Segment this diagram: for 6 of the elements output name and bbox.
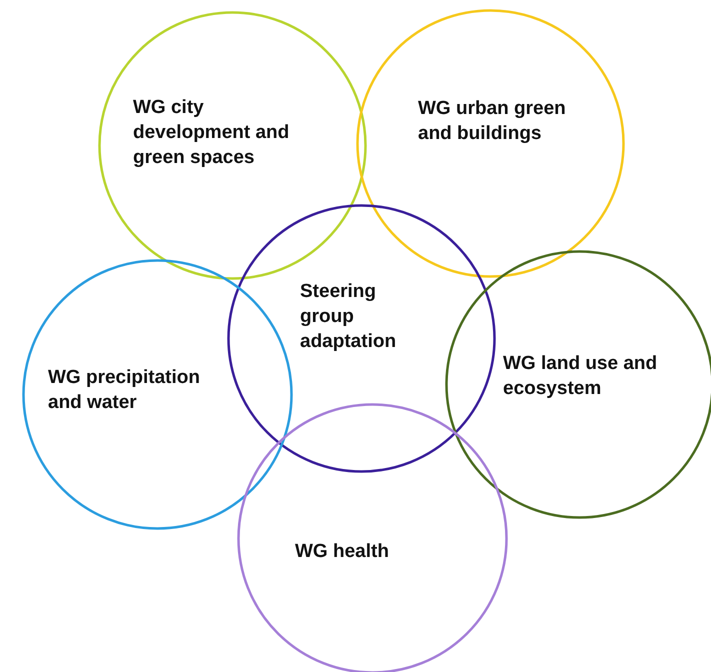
group-label: WG urban green and buildings [418,97,567,146]
group-label: WG land use and ecosystem [503,352,658,401]
group-label: WG health [295,540,390,564]
group-label: WG city development and green spaces [133,96,290,170]
group-label: Steering group adaptation [300,280,398,354]
group-label: WG precipitation and water [48,366,201,415]
